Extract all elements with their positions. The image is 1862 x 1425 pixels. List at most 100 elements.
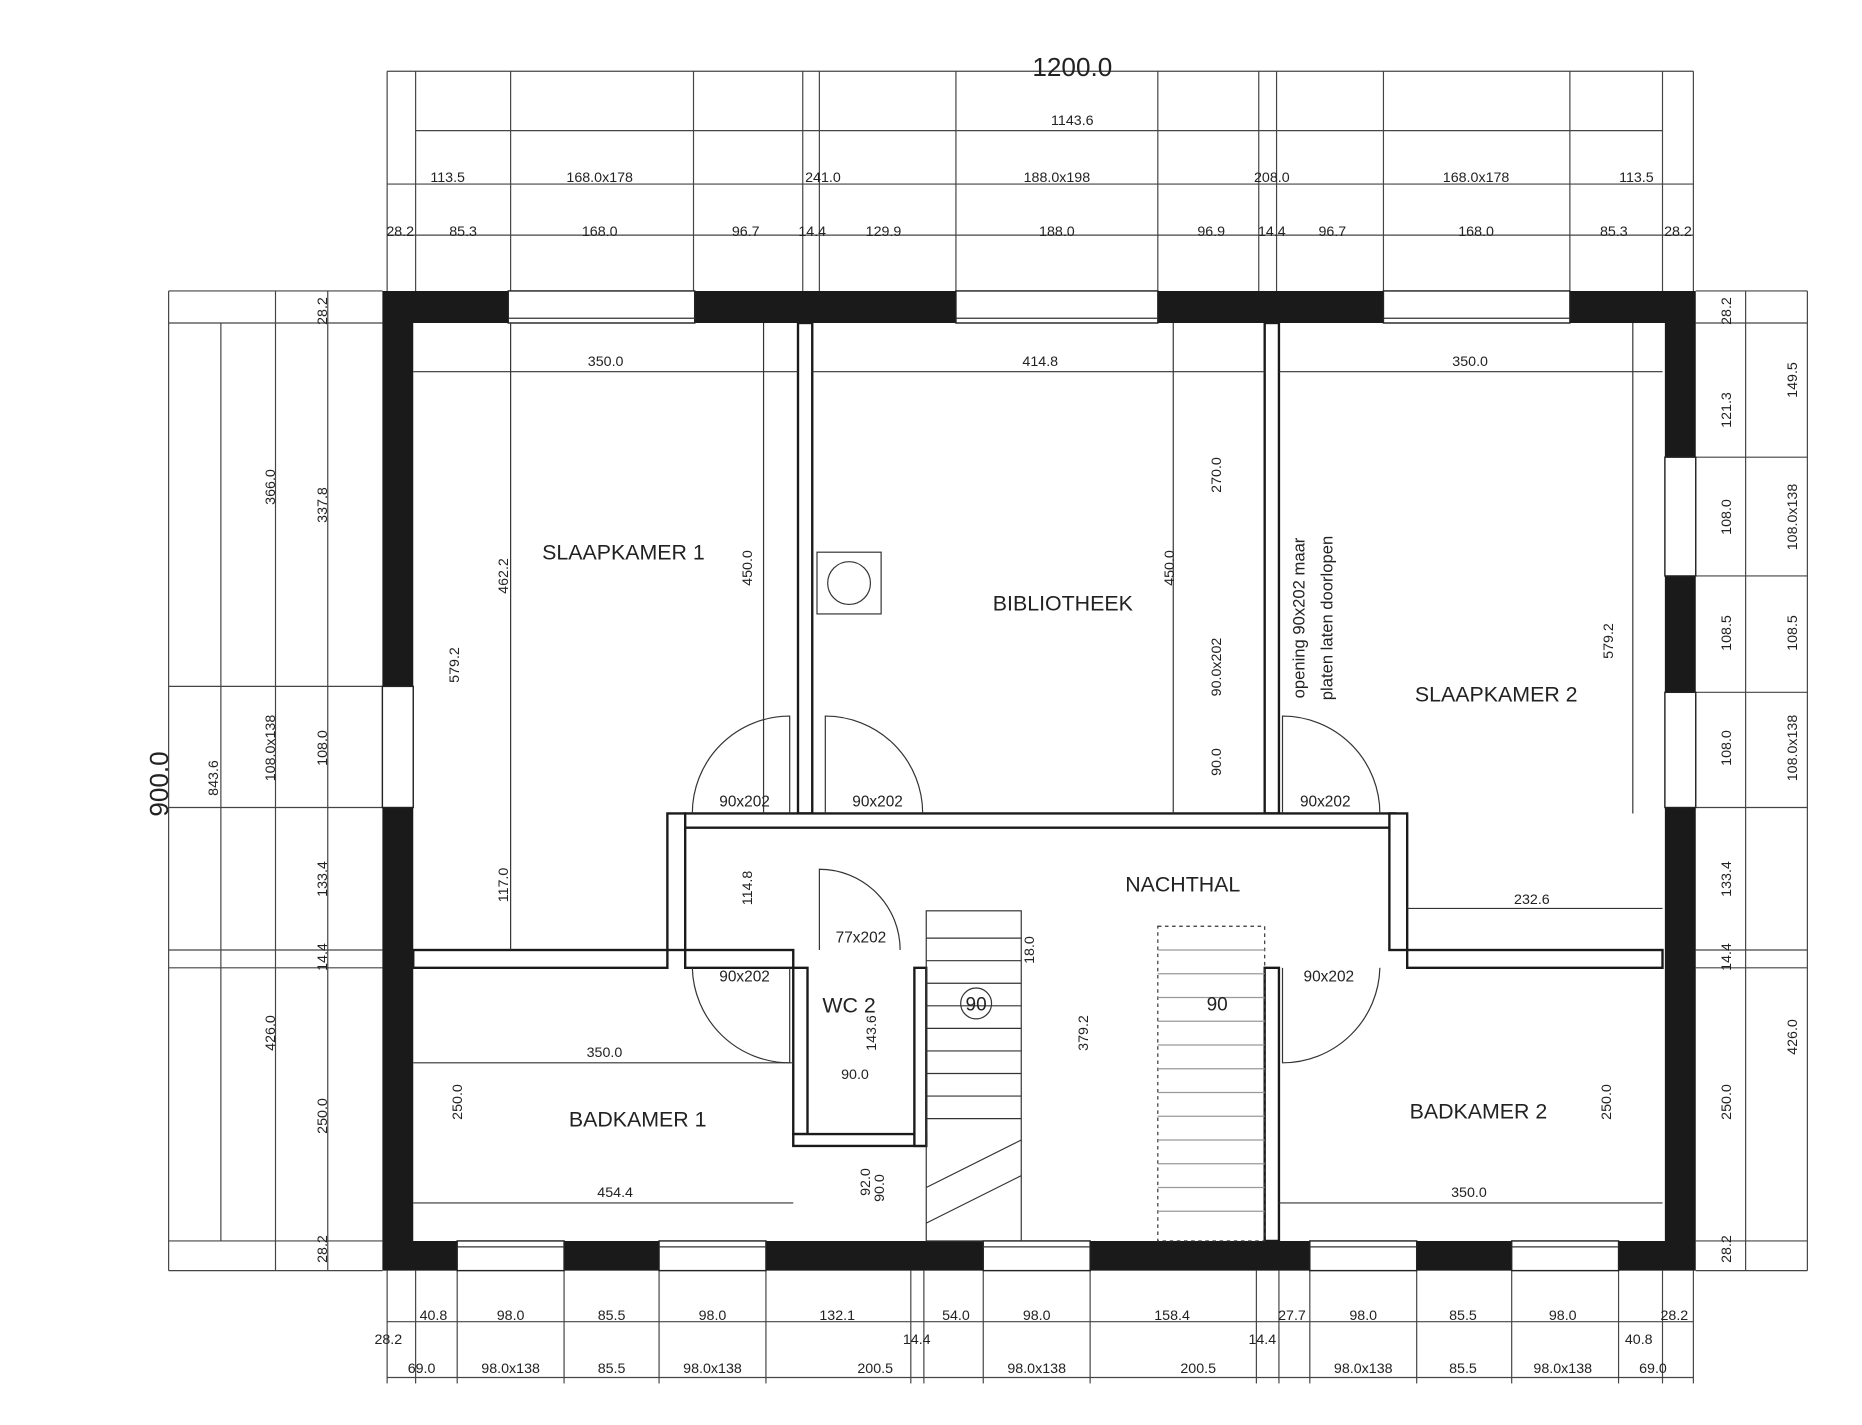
interior-dimension: 92.0 (857, 1167, 874, 1196)
top-dimension: 241.0 (805, 170, 841, 186)
right-dimension: 426.0 (1785, 1018, 1801, 1055)
top-dimension: 14.4 (1257, 223, 1286, 240)
door-swing (818, 868, 901, 951)
right-dimension: 108.0x138 (1785, 483, 1801, 550)
top-dimension: 188.0x198 (1023, 170, 1091, 186)
bottom-dimension: 200.5 (1180, 1361, 1217, 1378)
bottom-dimension: 85.5 (597, 1307, 626, 1324)
top-dimension: 28.2 (1664, 223, 1692, 240)
right-dimension: 28.2 (1718, 1235, 1735, 1264)
bottom-dimension: 14.4 (902, 1331, 931, 1348)
bottom-dimension: 28.2 (374, 1331, 403, 1348)
top-dimension: 96.7 (1318, 223, 1347, 240)
left-dimension: 133.4 (314, 860, 331, 897)
room-label-bibliotheek: BIBLIOTHEEK (992, 591, 1133, 616)
bottom-dimension: 200.5 (857, 1361, 894, 1378)
room-label-wc2: WC 2 (822, 993, 876, 1018)
bottom-dimension: 28.2 (1660, 1307, 1689, 1324)
interior-dimension: 143.6 (863, 1015, 880, 1051)
bottom-dimension: 40.8 (1624, 1331, 1653, 1348)
door-size-label: 90x202 (1299, 792, 1351, 810)
top-dimension: 168.0x178 (1442, 170, 1510, 186)
bottom-dimension: 98.0x138 (1333, 1361, 1393, 1378)
bottom-dimension: 40.8 (419, 1307, 448, 1324)
interior-dimension: 350.0 (1451, 1185, 1487, 1202)
interior-wall (666, 812, 687, 952)
top-dimension: 85.3 (1599, 223, 1628, 240)
top-dimension: 129.9 (865, 223, 902, 240)
stair-width-label: 90 (1206, 994, 1228, 1016)
top-dimension: 188.0 (1039, 223, 1075, 240)
bottom-dimension: 98.0 (1349, 1307, 1378, 1324)
interior-dimension: 350.0 (586, 1045, 623, 1062)
note-text: opening 90x202 maar (1290, 537, 1309, 698)
interior-dimension: 379.2 (1076, 1015, 1093, 1051)
room-label-slaapkamer1: SLAAPKAMER 1 (542, 540, 705, 565)
interior-dimension: 90.0x202 (1209, 638, 1226, 697)
bottom-dimension: 98.0 (496, 1307, 525, 1324)
right-dimension: 28.2 (1718, 297, 1735, 325)
top-dimension: 168.0x178 (566, 170, 633, 186)
left-dimension: 250.0 (314, 1098, 331, 1135)
left-dimension: 108.0 (314, 730, 331, 766)
top-dimension: 168.0 (581, 223, 618, 240)
staircase (925, 910, 1022, 1242)
interior-dimension: 270.0 (1209, 457, 1226, 493)
right-dimension: 14.4 (1718, 943, 1735, 971)
door-swing (1281, 715, 1381, 814)
window (982, 1240, 1091, 1272)
room-label-slaapkamer2: SLAAPKAMER 2 (1414, 682, 1578, 706)
interior-dimension: 579.2 (1600, 623, 1617, 660)
door-swing (1281, 967, 1381, 1064)
stair-width-label: 90 (965, 994, 987, 1016)
left-dimension: 28.2 (314, 1235, 331, 1264)
window (1664, 456, 1697, 577)
right-dimension: 250.0 (1718, 1084, 1735, 1120)
chimney-flue (827, 561, 872, 606)
left-dimension: 28.2 (314, 297, 331, 325)
right-dimension: 149.5 (1785, 362, 1801, 398)
bottom-dimension: 85.5 (1449, 1307, 1477, 1324)
room-label-badkamer1: BADKAMER 1 (568, 1107, 707, 1132)
interior-dimension: 350.0 (1452, 354, 1488, 371)
top-dimension: 168.0 (1458, 223, 1494, 240)
interior-wall (1406, 948, 1664, 969)
left-dimension: 366.0 (262, 469, 279, 505)
right-dimension: 108.5 (1785, 615, 1801, 651)
stair-winder (925, 1139, 1022, 1224)
bottom-dimension: 69.0 (1639, 1361, 1667, 1378)
overall-height-label: 900.0 (144, 751, 175, 817)
window (1309, 1240, 1418, 1272)
interior-dimension: 450.0 (1161, 549, 1178, 586)
interior-dimension: 450.0 (740, 549, 756, 586)
door-size-label: 90x202 (1303, 968, 1355, 986)
interior-dimension: 90.0 (871, 1173, 888, 1202)
door-size-label: 90x202 (852, 792, 903, 810)
interior-wall (1388, 812, 1409, 952)
interior-dimension: 250.0 (450, 1084, 467, 1120)
interior-dimension: 454.4 (597, 1185, 633, 1202)
left-dimension: 108.0x138 (262, 714, 279, 782)
window (658, 1240, 767, 1272)
left-dimension: 337.8 (314, 486, 331, 523)
right-dimension: 108.0x138 (1785, 714, 1801, 782)
interior-dimension: 579.2 (446, 647, 463, 683)
interior-dimension: 414.8 (1022, 354, 1059, 371)
room-label-nachthal: NACHTHAL (1125, 872, 1241, 896)
interior-dimension: 117.0 (495, 867, 512, 902)
note-text: platen laten doorlopen (1317, 535, 1337, 700)
right-dimension: 133.4 (1718, 860, 1735, 897)
interior-dimension: 90.0 (841, 1066, 869, 1083)
bottom-dimension: 158.4 (1154, 1307, 1190, 1324)
bottom-dimension: 85.5 (1449, 1361, 1477, 1378)
door-size-label: 77x202 (835, 929, 887, 947)
door-size-label: 90x202 (719, 792, 770, 810)
top-dimension: 85.3 (449, 223, 477, 240)
top-dimension: 14.4 (798, 223, 827, 240)
overall-width-label: 1200.0 (1032, 51, 1113, 82)
right-dimension: 108.0 (1718, 730, 1735, 766)
bottom-dimension: 69.0 (407, 1361, 436, 1378)
